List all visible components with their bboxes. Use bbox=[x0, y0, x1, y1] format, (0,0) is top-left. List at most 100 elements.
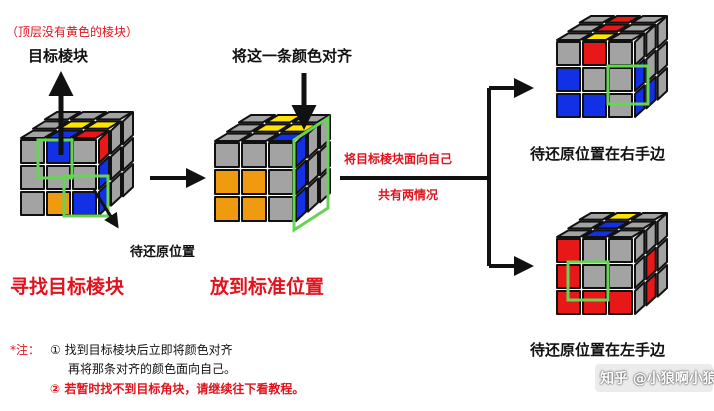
right-sticker bbox=[656, 15, 668, 49]
note-1-line-2: 再将那条对齐的颜色面向自己。 bbox=[68, 362, 237, 376]
right-sticker bbox=[295, 132, 307, 168]
top-sticker bbox=[604, 212, 641, 221]
top-sticker bbox=[619, 23, 656, 33]
front-sticker bbox=[241, 196, 267, 222]
front-sticker bbox=[268, 196, 294, 222]
top-sticker bbox=[84, 120, 121, 130]
top-sticker bbox=[630, 212, 667, 221]
cube-case-right bbox=[556, 15, 668, 118]
front-sticker bbox=[582, 290, 607, 315]
right-sticker bbox=[645, 220, 657, 255]
right-sticker bbox=[656, 67, 668, 101]
label-pos-right: 待还原位置在右手边 bbox=[530, 145, 666, 163]
right-sticker bbox=[110, 146, 122, 181]
front-sticker bbox=[556, 238, 581, 263]
top-sticker bbox=[241, 132, 279, 142]
step-place-standard: 放到标准位置 bbox=[210, 276, 325, 298]
front-sticker bbox=[46, 191, 71, 216]
top-sticker bbox=[578, 15, 615, 24]
top-sticker bbox=[567, 23, 604, 33]
top-sticker bbox=[253, 123, 291, 133]
front-sticker bbox=[268, 169, 294, 195]
top-sticker bbox=[582, 32, 619, 41]
green-highlight-box bbox=[292, 115, 330, 233]
right-sticker bbox=[122, 137, 134, 172]
front-sticker bbox=[20, 191, 45, 216]
right-sticker bbox=[307, 177, 319, 213]
right-sticker bbox=[634, 84, 646, 118]
right-sticker bbox=[645, 272, 657, 307]
top-sticker bbox=[214, 132, 252, 142]
label-align-color: 将这一条颜色对齐 bbox=[232, 47, 353, 65]
top-sticker bbox=[567, 220, 604, 230]
right-sticker bbox=[645, 246, 657, 281]
right-sticker bbox=[656, 41, 668, 75]
right-sticker bbox=[634, 281, 646, 315]
green-highlight-box bbox=[606, 64, 650, 106]
front-sticker bbox=[268, 142, 294, 168]
top-sticker bbox=[630, 15, 667, 24]
cube-find-target bbox=[20, 111, 134, 218]
front-sticker bbox=[582, 238, 607, 263]
label-no-yellow-top: （顶层没有黄色的棱块） bbox=[6, 25, 139, 39]
front-sticker bbox=[608, 290, 633, 315]
top-sticker bbox=[593, 23, 630, 33]
front-sticker bbox=[608, 67, 633, 92]
top-sticker bbox=[226, 123, 264, 133]
front-sticker bbox=[608, 264, 633, 289]
top-sticker bbox=[608, 229, 645, 238]
top-sticker bbox=[20, 129, 57, 139]
top-sticker bbox=[556, 32, 593, 41]
front-sticker bbox=[582, 67, 607, 92]
right-sticker bbox=[656, 212, 668, 246]
right-sticker bbox=[645, 23, 657, 58]
note-2: ② 若暂时找不到目标角块，请继续往下看教程。 bbox=[50, 382, 305, 396]
right-sticker bbox=[295, 186, 307, 222]
top-sticker bbox=[593, 220, 630, 230]
cube-case-left bbox=[556, 212, 668, 315]
right-sticker bbox=[295, 159, 307, 195]
label-two-cases: 共有两情况 bbox=[378, 188, 439, 202]
right-sticker bbox=[634, 255, 646, 289]
right-sticker bbox=[634, 32, 646, 66]
right-sticker bbox=[634, 229, 646, 263]
right-sticker bbox=[307, 150, 319, 186]
front-sticker bbox=[582, 264, 607, 289]
right-sticker bbox=[110, 120, 122, 155]
front-sticker bbox=[608, 238, 633, 263]
front-sticker bbox=[582, 41, 607, 66]
right-sticker bbox=[110, 172, 122, 207]
right-sticker bbox=[122, 111, 134, 146]
top-sticker bbox=[619, 220, 656, 230]
front-sticker bbox=[556, 93, 581, 118]
front-sticker bbox=[241, 142, 267, 168]
note-prefix: *注： bbox=[10, 343, 41, 357]
front-sticker bbox=[241, 169, 267, 195]
front-sticker bbox=[214, 196, 240, 222]
arrow-to-slot bbox=[92, 189, 119, 229]
watermark-badge bbox=[595, 364, 713, 392]
label-pos-to-restore: 待还原位置 bbox=[130, 245, 196, 260]
top-sticker bbox=[582, 229, 619, 238]
right-sticker bbox=[656, 238, 668, 272]
front-sticker bbox=[556, 41, 581, 66]
top-sticker bbox=[72, 129, 109, 139]
label-face-target: 将目标棱块面向自己 bbox=[344, 152, 453, 166]
note-1-line-1: ① 找到目标棱块后立即将颜色对齐 bbox=[50, 343, 233, 357]
front-sticker bbox=[72, 139, 97, 164]
green-highlight-box bbox=[566, 260, 610, 302]
top-sticker bbox=[96, 111, 133, 121]
top-sticker bbox=[556, 229, 593, 238]
top-sticker bbox=[46, 129, 83, 139]
top-sticker bbox=[578, 212, 615, 221]
front-sticker bbox=[556, 67, 581, 92]
front-sticker bbox=[20, 139, 45, 164]
top-sticker bbox=[70, 111, 107, 121]
front-sticker bbox=[582, 93, 607, 118]
front-sticker bbox=[556, 290, 581, 315]
watermark-text: 知乎 @小狼啊小狼 bbox=[600, 371, 714, 387]
front-sticker bbox=[214, 142, 240, 168]
top-sticker bbox=[238, 114, 276, 124]
top-sticker bbox=[604, 15, 641, 24]
